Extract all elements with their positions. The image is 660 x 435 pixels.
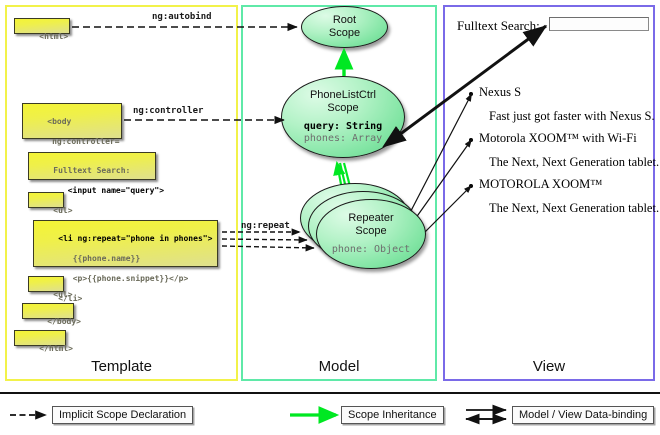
list-item-snippet: Fast just got faster with Nexus S. [489,109,655,123]
view-search-input[interactable] [549,17,649,31]
column-label-model: Model [318,358,360,375]
code-box-li-repeat: <li ng:repeat="phone in phones"> {{phone… [33,220,218,303]
column-label-view: View [532,358,566,375]
code-box-body-tag: <body ng:controller= "PhoneListCtrl"> [22,103,129,166]
list-bullet [469,184,473,188]
code-box-html-close: </html> [14,330,73,353]
connector-label-ng-repeat: ng:repeat [241,221,290,231]
list-bullet [469,92,473,96]
column-label-template: Template [91,358,152,375]
list-item-name: Motorola XOOM™ with Wi-Fi [479,131,637,145]
list-item-snippet: The Next, Next Generation tablet. [489,201,660,215]
view-search-label: Fulltext Search: [457,18,540,33]
legend-item-model-view-data-binding: Model / View Data-binding [512,406,655,424]
list-item-name: Nexus S [479,85,522,99]
code-box-ul-close: <ul> [28,276,73,299]
list-item-snippet: The Next, Next Generation tablet. [489,155,660,169]
scope-repeater-props: phone: Object [331,244,411,255]
legend-item-implicit-scope-declaration: Implicit Scope Declaration [52,406,194,424]
list-item-name: MOTOROLA XOOM™ [479,177,603,191]
connector-label-ng-autobind: ng:autobind [152,12,212,22]
code-box-html-open: <html> [14,18,70,41]
legend-item-scope-inheritance: Scope Inheritance [341,406,444,424]
legend-divider [0,392,660,394]
list-bullet [469,138,473,142]
code-box-fulltext-search: Fulltext Search: <input name="query"> [28,152,164,195]
code-box-ul-open: <ul> [28,192,73,215]
view-pane: Fulltext Search: Nexus S Fast just got f… [443,5,659,381]
code-box-body-close: </body> [22,303,81,326]
connector-label-ng-controller: ng:controller [133,106,204,116]
